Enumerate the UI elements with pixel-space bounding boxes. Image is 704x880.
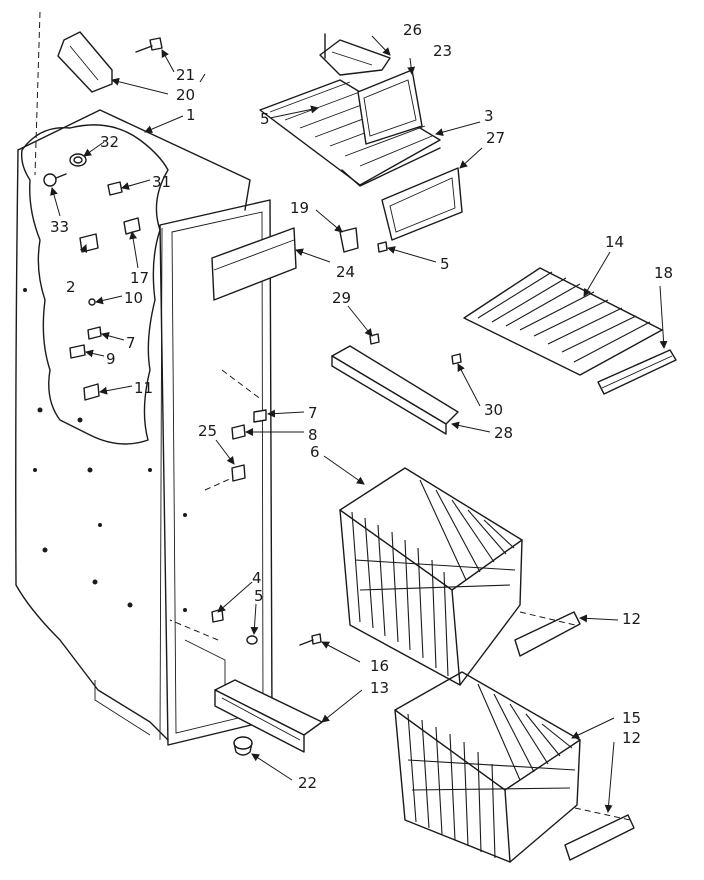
ice-bucket-26	[319, 33, 391, 76]
ice-shelf-3	[259, 79, 441, 187]
callout-30: 30	[484, 401, 503, 419]
callout-12-lower: 12	[622, 729, 641, 747]
callout-20: 20	[176, 86, 195, 104]
callout-31: 31	[152, 173, 171, 191]
callout-28: 28	[494, 424, 513, 442]
callout-18: 18	[654, 264, 673, 282]
callout-33: 33	[50, 218, 69, 236]
callout-22: 22	[298, 774, 317, 792]
callout-25: 25	[198, 422, 217, 440]
basket-6	[339, 467, 523, 686]
callout-5-low: 5	[254, 587, 264, 605]
callout-6: 6	[310, 443, 320, 461]
callout-24: 24	[336, 263, 355, 281]
callout-4: 4	[252, 569, 262, 587]
callout-16: 16	[370, 657, 389, 675]
bracket-20	[57, 31, 113, 93]
callout-13: 13	[370, 679, 389, 697]
callout-3: 3	[484, 107, 494, 125]
basket-trim-12-lower	[564, 814, 635, 861]
callout-10: 10	[124, 289, 143, 307]
lower-trim-13	[214, 679, 323, 753]
wire-shelf-14	[463, 267, 663, 376]
callout-5-mid: 5	[440, 255, 450, 273]
rail-28	[331, 345, 459, 435]
foot-22	[233, 736, 253, 756]
trim-strip-24	[211, 227, 297, 301]
shelf-trim-18	[597, 349, 677, 395]
callout-14: 14	[605, 233, 624, 251]
callout-5-top: 5	[260, 110, 270, 128]
screw-5-mid	[377, 241, 388, 253]
screw-30	[451, 353, 462, 365]
callout-7-lower: 7	[308, 404, 318, 422]
callout-32: 32	[100, 133, 119, 151]
panel-23	[357, 69, 423, 145]
callout-1: 1	[186, 106, 196, 124]
callout-7-upper: 7	[126, 334, 136, 352]
callout-labels: 26 23 21 20 1 5 3 27 32 31 19 33 14 5 24…	[50, 21, 673, 792]
clip-19	[339, 227, 359, 253]
callout-21: 21	[176, 66, 195, 84]
callout-15: 15	[622, 709, 641, 727]
callout-17: 17	[130, 269, 149, 287]
callout-23: 23	[433, 42, 452, 60]
callout-29: 29	[332, 289, 351, 307]
leader-lines	[50, 35, 668, 813]
callout-12-upper: 12	[622, 610, 641, 628]
callout-2: 2	[66, 278, 76, 296]
basket-15	[394, 671, 581, 863]
basket-trim-12-upper	[514, 611, 581, 657]
control-parts	[43, 153, 267, 645]
callout-9: 9	[106, 350, 116, 368]
callout-8: 8	[308, 426, 318, 444]
callout-19: 19	[290, 199, 309, 217]
screw-21	[149, 37, 163, 51]
callout-27: 27	[486, 129, 505, 147]
panel-27	[381, 167, 463, 241]
callout-26: 26	[403, 21, 422, 39]
callout-11: 11	[134, 379, 153, 397]
screw-16	[311, 633, 322, 645]
